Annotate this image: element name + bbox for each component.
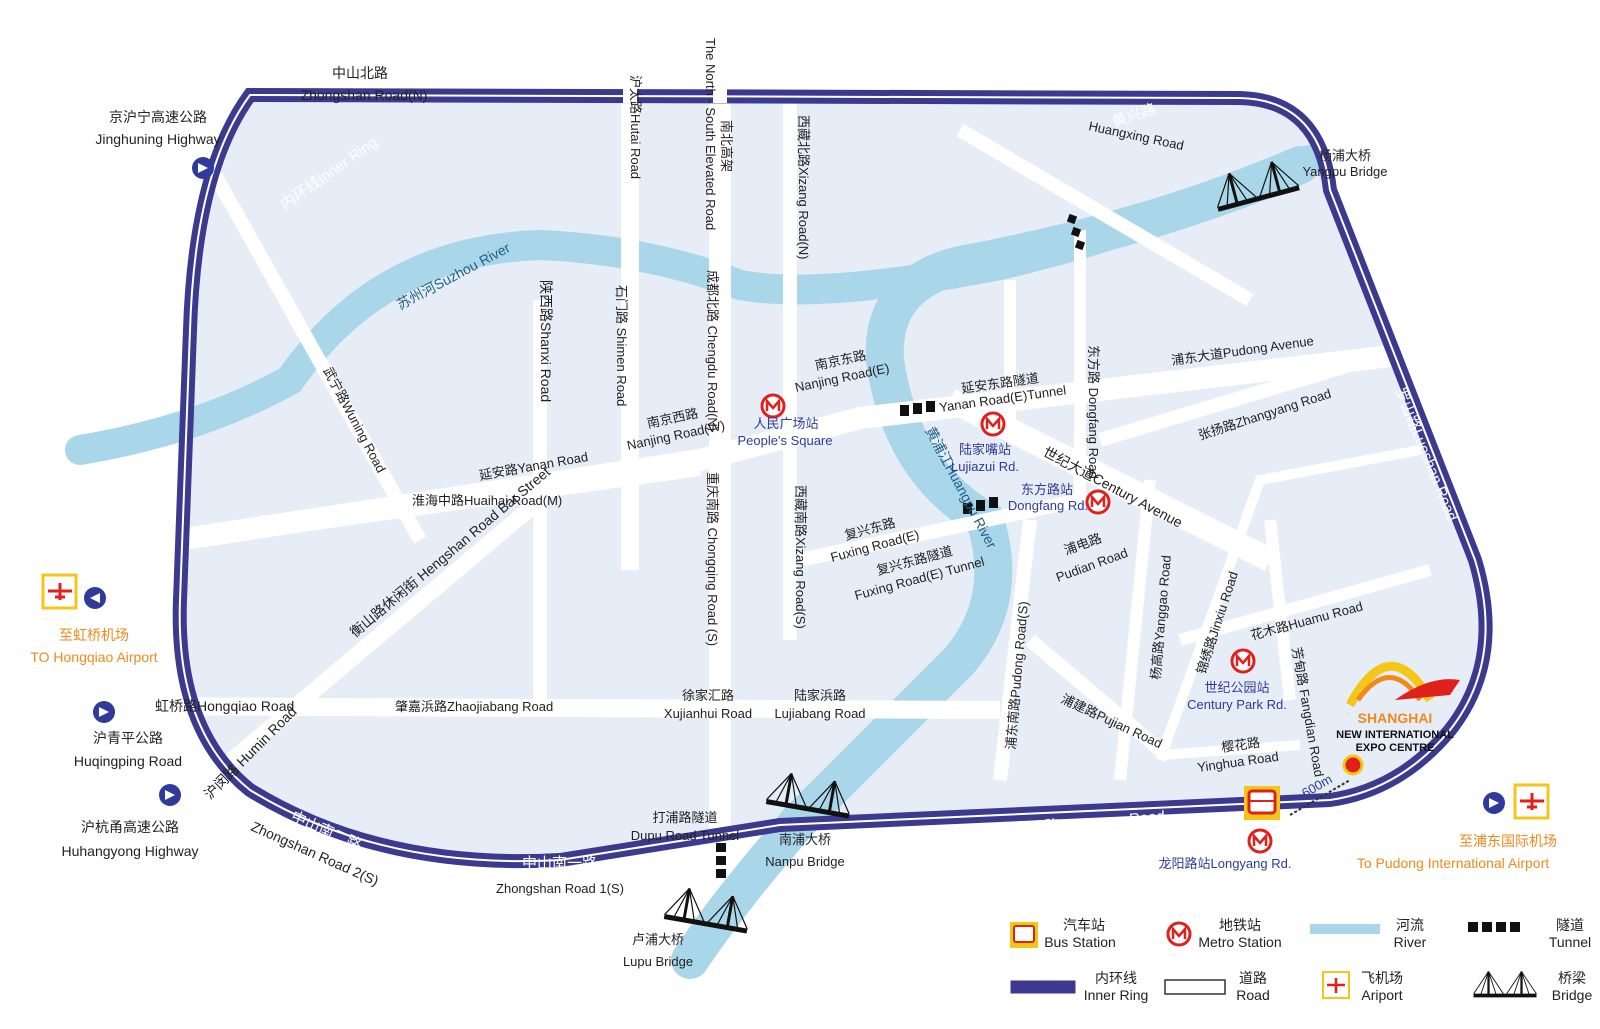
legend-metro: 地铁站 Metro Station xyxy=(1166,917,1282,950)
huhangyong-zh: 沪杭甬高速公路 xyxy=(81,819,179,835)
huaihai-label: 淮海中路Huaihai Road(M) xyxy=(412,493,562,508)
metro-icon-dongfang xyxy=(1085,489,1111,515)
zhongshan-s1-zh: 中山南一路 xyxy=(522,855,597,872)
legend-bus-en: Bus Station xyxy=(1044,934,1116,950)
legend-metro-en: Metro Station xyxy=(1198,934,1281,950)
expo-name-line1: NEW INTERNATIONAL xyxy=(1336,729,1454,741)
legend-airport-en: Ariport xyxy=(1361,987,1402,1003)
huhangyong-en: Huhangyong Highway xyxy=(62,843,199,859)
pudong-airplane-icon xyxy=(1513,783,1550,820)
century-park-en: Century Park Rd. xyxy=(1187,697,1287,712)
xizang-s-label: 西藏南路Xizang Road(S) xyxy=(793,485,808,629)
metro-icon-longyang xyxy=(1247,828,1273,854)
hongqiao-airplane-icon xyxy=(41,573,78,610)
legend-bridge-zh: 桥梁 xyxy=(1558,970,1586,986)
zhongshan-n-en: Zhongshan Road(N) xyxy=(301,87,428,103)
xujiahui-zh: 徐家汇路 xyxy=(682,688,734,703)
lujiazui-zh: 陆家嘴站 xyxy=(959,442,1011,457)
legend-river-en: River xyxy=(1394,934,1427,950)
city-area xyxy=(179,95,1486,862)
huqingping-en: Huqingping Road xyxy=(74,753,182,769)
chongqing-s-label: 重庆南路 Chongqing Road (S) xyxy=(705,472,720,646)
nanpu-bridge-en: Nanpu Bridge xyxy=(765,854,845,869)
legend-ring-en: Inner Ring xyxy=(1084,987,1149,1003)
legend-metro-zh: 地铁站 xyxy=(1219,917,1261,933)
shimen-label: 石门路 Shimen Road xyxy=(614,285,629,406)
chengdu-n-label: 成都北路 Chengdu Road(N) xyxy=(705,270,720,431)
legend: 汽车站 Bus Station 地铁站 Metro Station 河流 Riv… xyxy=(1009,917,1593,1003)
lupu-bridge-zh: 卢浦大桥 xyxy=(632,932,684,947)
zhaojiabang-label: 肇嘉浜路Zhaojiabang Road xyxy=(395,699,553,714)
century-park-zh: 世纪公园站 xyxy=(1204,680,1269,695)
legend-river-zh: 河流 xyxy=(1396,917,1424,933)
yangpu-bridge-en: Yangpu Bridge xyxy=(1302,164,1387,179)
legend-airport-zh: 飞机场 xyxy=(1361,970,1403,986)
legend-bridge-en: Bridge xyxy=(1552,987,1593,1003)
bus-station-icon xyxy=(1244,786,1280,820)
legend-tunnel-en: Tunnel xyxy=(1549,934,1591,950)
legend-bridge-icon xyxy=(1471,969,1539,998)
lujiazui-en: Lujiazui Rd. xyxy=(951,459,1019,474)
tunnel-markers xyxy=(716,213,1086,878)
dongfang-station-en: Dongfang Rd. xyxy=(1008,498,1088,513)
ns-elevated-label: The North - South Elevated Road xyxy=(703,38,718,230)
yangpu-bridge-zh: 杨浦大桥 xyxy=(1319,148,1371,163)
zhongshan-s1-en: Zhongshan Road 1(S) xyxy=(496,881,624,896)
lujiabang-en: Lujiabang Road xyxy=(774,706,865,721)
legend-bridge: 桥梁 Bridge xyxy=(1471,969,1593,1003)
legend-ring-zh: 内环线 xyxy=(1095,970,1137,986)
metro-icon-lujiazui xyxy=(980,411,1006,437)
legend-road-en: Road xyxy=(1236,987,1269,1003)
peoples-square-zh: 人民广场站 xyxy=(753,416,818,431)
highway-markers xyxy=(84,157,1505,814)
jinghuning-en: Jinghuning Highway xyxy=(95,131,220,147)
lupu-bridge-en: Lupu Bridge xyxy=(623,954,693,969)
huqingping-zh: 沪青平公路 xyxy=(93,730,163,746)
jinghuning-zh: 京沪宁高速公路 xyxy=(109,109,207,125)
pudong-airport-en: To Pudong International Airport xyxy=(1357,855,1549,871)
xujiahui-en: Xujianhui Road xyxy=(664,706,752,721)
metro-icon-peoples-square xyxy=(760,393,786,419)
expo-logo-text: SHANGHAI xyxy=(1358,710,1433,726)
legend-road: 道路 Road xyxy=(1164,970,1270,1003)
hongqiao-airport-en: TO Hongqiao Airport xyxy=(30,649,157,665)
legend-tunnel: 隧道 Tunnel xyxy=(1468,917,1591,950)
hongqiao-road-label: 虹桥路Hongqiao Road xyxy=(155,698,294,714)
legend-river: 河流 River xyxy=(1310,917,1427,950)
legend-road-zh: 道路 xyxy=(1239,970,1267,986)
metro-icon-century-park xyxy=(1230,648,1256,674)
dupu-tunnel-zh: 打浦路隧道 xyxy=(652,810,717,825)
xizang-n-label: 西藏北路Xizang Road(N) xyxy=(796,115,811,260)
expo-centre-logo xyxy=(1342,661,1460,776)
legend-tunnel-zh: 隧道 xyxy=(1556,917,1584,933)
pudong-airport-zh: 至浦东国际机场 xyxy=(1459,833,1557,849)
legend-metro-icon xyxy=(1166,921,1192,947)
expo-name-line2: EXPO CENTRE xyxy=(1356,742,1435,754)
dongfang-road-label: 东方路 Dongfang Road xyxy=(1086,345,1101,479)
longyang-station-label: 龙阳路站Longyang Rd. xyxy=(1159,856,1292,871)
yinghua-zh: 樱花路 xyxy=(1220,735,1261,755)
legend-airport: 飞机场 Ariport xyxy=(1322,970,1403,1003)
ns-elevated-zh-label: 南北高架 xyxy=(719,120,734,172)
peoples-square-en: People's Square xyxy=(738,433,833,448)
lujiabang-zh: 陆家浜路 xyxy=(794,688,846,703)
dongfang-station-zh: 东方路站 xyxy=(1021,482,1073,497)
hutai-road-label: 沪太路Hutai Road xyxy=(628,75,643,179)
road-network xyxy=(59,60,1432,830)
legend-inner-ring: 内环线 Inner Ring xyxy=(1009,970,1149,1003)
expo-walk-path xyxy=(1289,779,1351,816)
nanpu-bridge-zh: 南浦大桥 xyxy=(779,832,831,847)
dupu-tunnel-en: Dupu Road Tunnel xyxy=(631,828,740,843)
hongqiao-airport-zh: 至虹桥机场 xyxy=(59,627,129,643)
legend-bus-zh: 汽车站 xyxy=(1063,917,1105,933)
zhongshan-n-zh: 中山北路 xyxy=(332,65,388,81)
shanxi-label: 陕西路Shanxi Road xyxy=(538,280,554,402)
legend-bus: 汽车站 Bus Station xyxy=(1010,917,1116,950)
